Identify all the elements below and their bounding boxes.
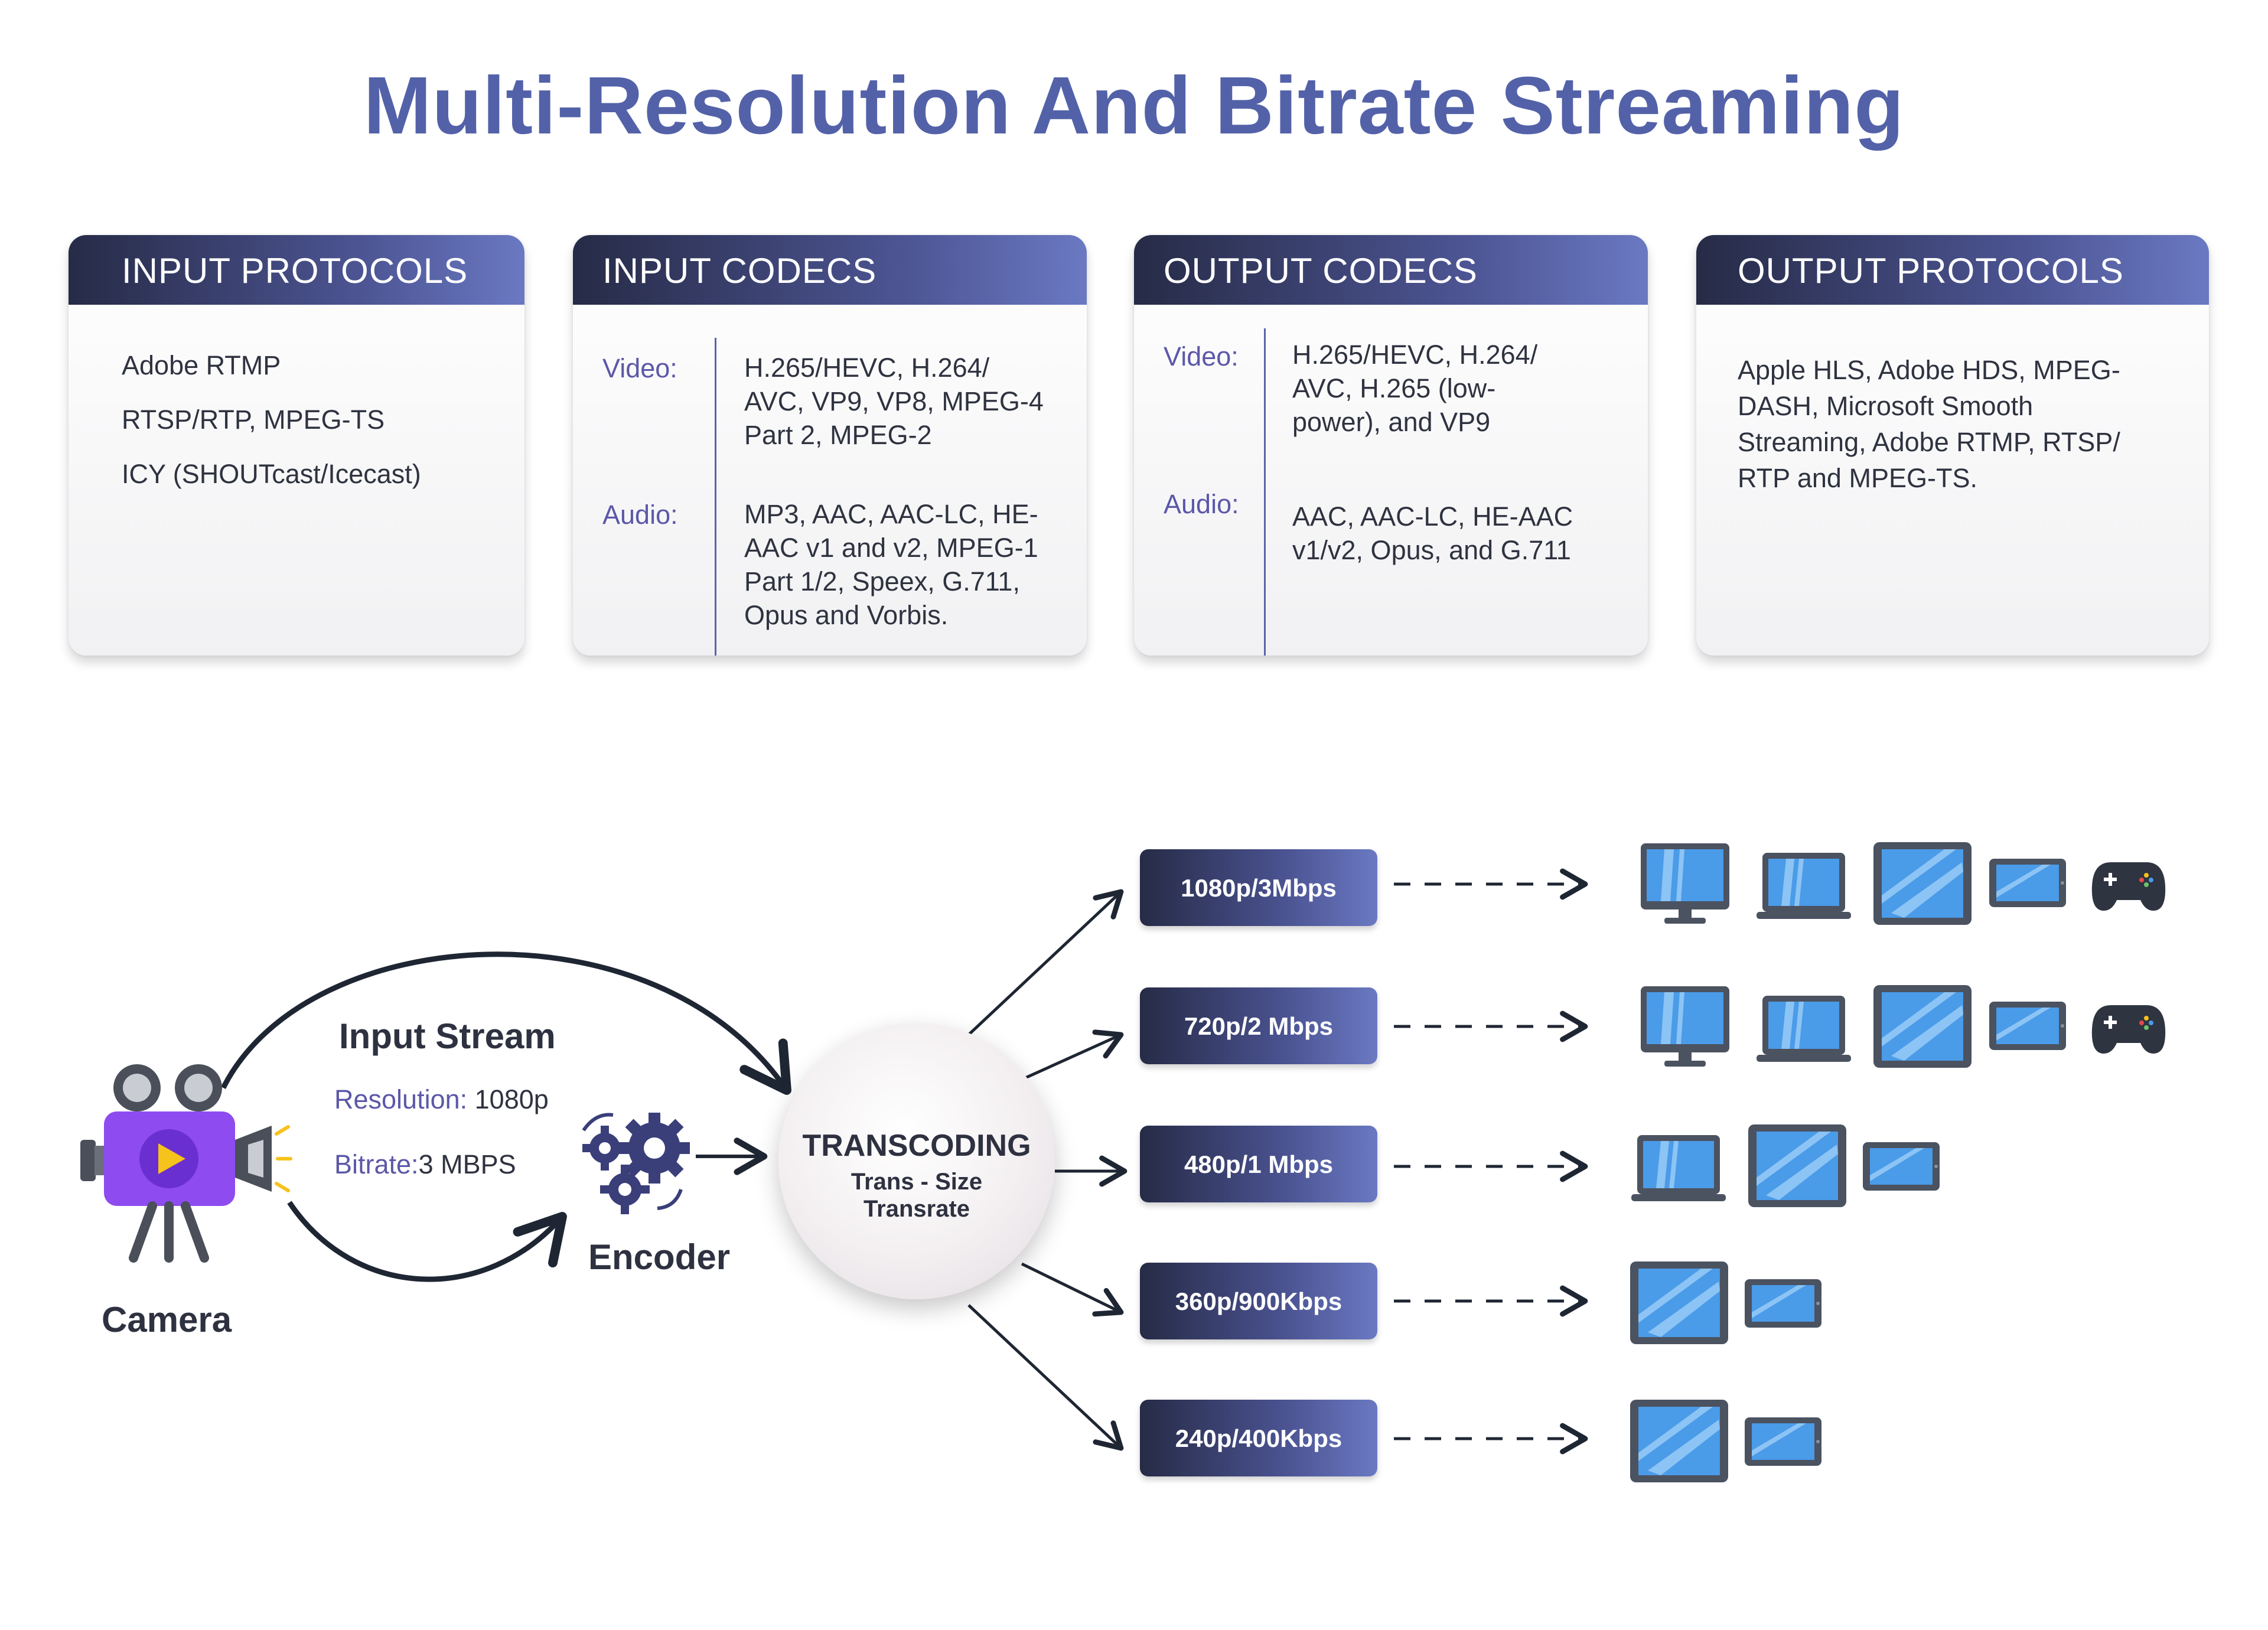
page-title: Multi-Resolution And Bitrate Streaming (363, 60, 1905, 151)
output-protocols-text: Apple HLS, Adobe HDS, MPEG- DASH, Micros… (1738, 355, 2120, 493)
video-label: Video: (1164, 341, 1239, 371)
input-stream-title: Input Stream (339, 1016, 556, 1056)
output-rendition-480p: 480p/1 Mbps (1140, 1126, 1377, 1202)
output-protocols-header: OUTPUT PROTOCOLS (1696, 235, 2209, 305)
output-rendition-360p: 360p/900Kbps (1140, 1263, 1377, 1339)
resolution-key: Resolution: (334, 1084, 468, 1114)
column-divider (1264, 328, 1266, 656)
output-codecs-header: OUTPUT CODECS (1134, 235, 1648, 305)
output-rendition-1080p: 1080p/3Mbps (1140, 849, 1377, 926)
device-rows (1630, 842, 2166, 1482)
gears-icon (582, 1113, 690, 1214)
resolution-line: Resolution: 1080p (334, 1084, 549, 1115)
video-label: Video: (602, 353, 677, 383)
transcoding-to-output-arrow (967, 889, 1124, 1036)
resolution-value: 1080p (474, 1084, 549, 1114)
input-audio-codecs: MP3, AAC, AAC-LC, HE- AAC v1 and v2, MPE… (744, 499, 1038, 630)
input-protocol-item: RTSP/RTP, MPEG-TS (122, 405, 385, 435)
audio-label: Audio: (1164, 489, 1239, 519)
camera-label: Camera (102, 1300, 232, 1339)
bitrate-key: Bitrate: (334, 1149, 419, 1179)
transcoding-to-output-arrow (1021, 1262, 1124, 1317)
encoder-label: Encoder (588, 1237, 731, 1277)
input-protocols-card: INPUT PROTOCOLS Adobe RTMP RTSP/RTP, MPE… (69, 235, 524, 656)
transcoding-to-output-arrow (967, 1304, 1124, 1451)
transcoding-title: TRANSCODING (802, 1129, 1031, 1163)
column-divider (715, 338, 716, 656)
input-video-codecs: H.265/HEVC, H.264/ AVC, VP9, VP8, MPEG-4… (744, 353, 1044, 450)
transcoding-to-output-arrow (1023, 1029, 1124, 1080)
output-audio-codecs: AAC, AAC-LC, HE-AAC v1/v2, Opus, and G.7… (1292, 501, 1573, 565)
audio-label: Audio: (602, 500, 678, 530)
bitrate-value: 3 MBPS (418, 1149, 516, 1179)
input-protocol-item: Adobe RTMP (122, 350, 281, 380)
output-rendition-240p: 240p/400Kbps (1140, 1400, 1377, 1476)
output-protocols-card: OUTPUT PROTOCOLS Apple HLS, Adobe HDS, M… (1696, 235, 2209, 656)
output-rendition-720p: 720p/2 Mbps (1140, 987, 1377, 1064)
input-protocol-item: ICY (SHOUTcast/Icecast) (122, 459, 421, 489)
camera-to-transcoding-arrow (220, 951, 791, 1095)
camera-to-encoder-arrow (287, 1201, 567, 1282)
output-codecs-card: OUTPUT CODECS Video: H.265/HEVC, H.264/ … (1134, 235, 1648, 656)
video-camera-icon (80, 1064, 292, 1263)
output-video-codecs: H.265/HEVC, H.264/ AVC, H.265 (low- powe… (1292, 340, 1538, 437)
bitrate-line: Bitrate:3 MBPS (334, 1149, 516, 1180)
transcoding-node: TRANSCODING Trans - Size Transrate (778, 1023, 1055, 1299)
input-codecs-header: INPUT CODECS (573, 235, 1087, 305)
input-protocols-header: INPUT PROTOCOLS (69, 235, 524, 305)
input-codecs-card: INPUT CODECS Video: H.265/HEVC, H.264/ A… (573, 235, 1087, 656)
transcoding-subtitle: Trans - Size Transrate (850, 1169, 983, 1222)
